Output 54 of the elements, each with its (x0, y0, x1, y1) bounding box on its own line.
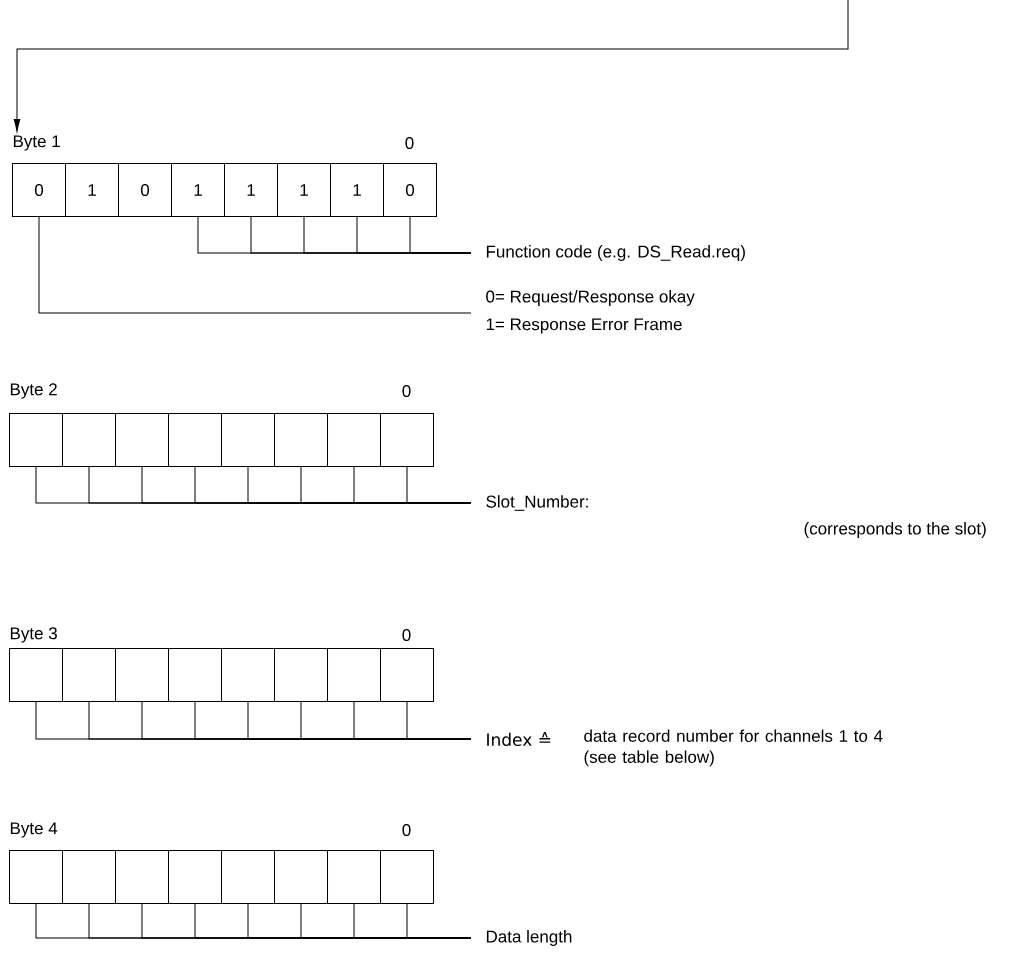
byte-label: Byte 4 (10, 822, 58, 838)
bracket-line (406, 701, 472, 740)
bit-cell (221, 850, 275, 904)
description-text: Function code (e.g. DS_Read.req) (486, 245, 745, 261)
bit-cell: 1 (65, 163, 119, 217)
bit-cell: 1 (224, 163, 278, 217)
bit-number-label: 0 (402, 629, 411, 642)
bit-number-label: 0 (402, 824, 411, 837)
description-text: Slot_Number: (486, 495, 588, 511)
description-text: Index ≙ (487, 732, 551, 747)
arrow (13, 0, 849, 132)
bit-cell (221, 648, 275, 702)
bit-cell (380, 648, 434, 702)
bit-number-label: 0 (405, 137, 414, 150)
bit-cell: 0 (12, 163, 66, 217)
bit-cell (62, 413, 116, 467)
bit-cell (168, 648, 222, 702)
bit-cell: 0 (383, 163, 437, 217)
bracket-line (406, 466, 472, 504)
bit-cell (9, 413, 63, 467)
bit-cell (274, 413, 328, 467)
bit-cell (115, 850, 169, 904)
bit-cell (274, 648, 328, 702)
bit-cell (221, 413, 275, 467)
bit-cell (9, 850, 63, 904)
bit-cell: 0 (118, 163, 172, 217)
bit-cell (327, 850, 381, 904)
byte-label: Byte 2 (10, 383, 57, 399)
bit-cell (62, 648, 116, 702)
bit-number-label: 0 (402, 385, 411, 398)
description-text: (corresponds to the slot) (804, 522, 986, 538)
bit-cell (274, 850, 328, 904)
description-text: Data length (486, 930, 572, 946)
bit-cell: 1 (171, 163, 225, 217)
bit-cell (168, 850, 222, 904)
byte-label: Byte 1 (13, 135, 60, 151)
bracket-line (406, 903, 472, 939)
bit-cell (62, 850, 116, 904)
byte-label: Byte 3 (10, 627, 57, 643)
bit-cell: 1 (330, 163, 384, 217)
bit-cell (9, 648, 63, 702)
bit-cell: 1 (277, 163, 331, 217)
bit-cell (327, 648, 381, 702)
bit-cell (327, 413, 381, 467)
description-text: 1= Response Error Frame (486, 318, 682, 334)
bracket-line (38, 216, 472, 314)
description-text: data record number for channels 1 to 4 (see table below) (584, 729, 883, 767)
description-text: 0= Request/Response okay (486, 290, 695, 306)
bit-cell (380, 413, 434, 467)
bit-cell (380, 850, 434, 904)
bracket-line (409, 216, 472, 254)
bit-cell (115, 413, 169, 467)
bit-cell (168, 413, 222, 467)
bit-cell (115, 648, 169, 702)
